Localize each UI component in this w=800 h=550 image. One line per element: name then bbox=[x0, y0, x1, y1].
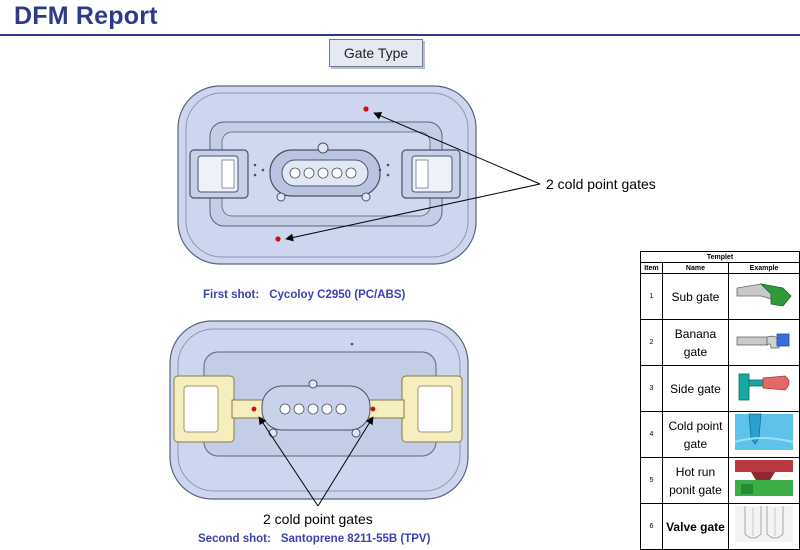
gate-type-button[interactable]: Gate Type bbox=[329, 39, 423, 67]
first-shot-material: Cycoloy C2950 (PC/ABS) bbox=[269, 289, 406, 301]
page-title: DFM Report bbox=[14, 2, 158, 30]
valve-gate-icon bbox=[728, 503, 800, 550]
first-shot-label: First shot: bbox=[203, 289, 260, 301]
side-gate-icon bbox=[728, 365, 800, 412]
first-shot-part-drawing bbox=[177, 85, 541, 265]
templet-item: 5 bbox=[640, 457, 663, 504]
templet-name: Sub gate bbox=[661, 273, 730, 320]
second-shot-gate-mark bbox=[370, 406, 376, 412]
templet-name: Side gate bbox=[661, 365, 730, 412]
first-shot-callout-arrow bbox=[285, 183, 541, 242]
templet-table: Templet Item Name Example 1 Sub gate 2 B… bbox=[640, 251, 800, 550]
templet-item: 4 bbox=[640, 411, 663, 458]
templet-item: 1 bbox=[640, 273, 663, 320]
templet-name: Cold point gate bbox=[661, 411, 730, 458]
table-row: 2 Banana gate bbox=[640, 319, 800, 366]
cold-point-gate-icon bbox=[728, 411, 800, 458]
first-shot-callout-arrow bbox=[373, 112, 541, 185]
templet-header-item: Item bbox=[640, 262, 663, 274]
second-shot-caption: Second shot: Santoprene 8211-55B (TPV) bbox=[198, 533, 430, 545]
templet-name: Hot run ponit gate bbox=[661, 457, 730, 504]
table-row: 4 Cold point gate bbox=[640, 411, 800, 458]
table-row: 3 Side gate bbox=[640, 365, 800, 412]
second-shot-part-drawing bbox=[169, 320, 469, 507]
templet-item: 3 bbox=[640, 365, 663, 412]
second-shot-callout-arrow bbox=[317, 416, 374, 507]
templet-header-example: Example bbox=[728, 262, 800, 274]
templet-header-name: Name bbox=[661, 262, 730, 274]
templet-item: 2 bbox=[640, 319, 663, 366]
table-row: 1 Sub gate bbox=[640, 273, 800, 320]
table-row: 5 Hot run ponit gate bbox=[640, 457, 800, 504]
second-shot-label: Second shot: bbox=[198, 533, 271, 545]
second-shot-gate-mark bbox=[251, 406, 257, 412]
first-shot-caption: First shot: Cycoloy C2950 (PC/ABS) bbox=[203, 289, 405, 301]
table-row: 6 Valve gate bbox=[640, 503, 800, 550]
templet-name: Valve gate bbox=[661, 503, 730, 550]
templet-name: Banana gate bbox=[661, 319, 730, 366]
title-divider bbox=[0, 34, 800, 36]
first-shot-callout: 2 cold point gates bbox=[546, 176, 656, 192]
templet-title: Templet bbox=[640, 251, 800, 263]
second-shot-material: Santoprene 8211-55B (TPV) bbox=[280, 533, 431, 545]
second-shot-callout: 2 cold point gates bbox=[263, 511, 373, 527]
sub-gate-icon bbox=[728, 273, 800, 320]
second-shot-callout-arrow bbox=[258, 416, 319, 507]
banana-gate-icon bbox=[728, 319, 800, 366]
hot-runner-gate-icon bbox=[728, 457, 800, 504]
templet-item: 6 bbox=[640, 503, 663, 550]
first-shot-gate-mark bbox=[275, 236, 281, 242]
first-shot-gate-mark bbox=[363, 106, 369, 112]
